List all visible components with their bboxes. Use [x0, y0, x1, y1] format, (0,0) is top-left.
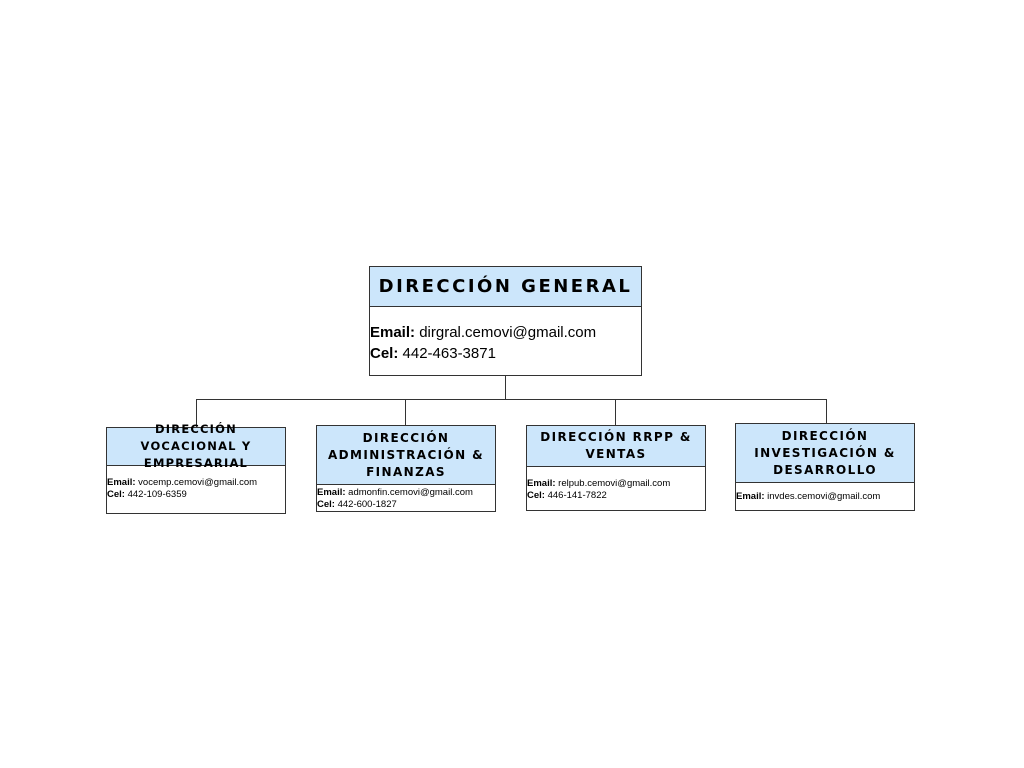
email-label: Email: [527, 478, 556, 489]
email-value: relpub.cemovi@gmail.com [558, 478, 671, 489]
cel-value: 446-141-7822 [547, 490, 607, 501]
node-title: DIRECCIÓN ADMINISTRACIÓN & FINANZAS [317, 426, 495, 485]
node-direccion-vocacional: DIRECCIÓN VOCACIONAL Y EMPRESARIAL Email… [106, 422, 286, 514]
cel-line: Cel: 442-600-1827 [317, 499, 495, 511]
connector-child-4 [826, 399, 827, 423]
connector-horizontal [196, 399, 827, 400]
node-contact: Email: invdes.cemovi@gmail.com [736, 483, 914, 503]
connector-main-down [505, 376, 506, 400]
email-line: Email: admonfin.cemovi@gmail.com [317, 487, 495, 499]
node-title: DIRECCIÓN GENERAL [370, 267, 641, 307]
email-value: admonfin.cemovi@gmail.com [348, 487, 473, 498]
email-value: invdes.cemovi@gmail.com [767, 491, 881, 502]
connector-child-1 [196, 399, 197, 427]
node-direccion-administracion: DIRECCIÓN ADMINISTRACIÓN & FINANZAS Emai… [316, 425, 496, 512]
cel-label: Cel: [527, 490, 545, 501]
node-direccion-rrpp: DIRECCIÓN RRPP & VENTAS Email: relpub.ce… [526, 425, 706, 511]
node-direccion-general: DIRECCIÓN GENERAL Email: dirgral.cemovi@… [369, 266, 642, 376]
node-title: DIRECCIÓN RRPP & VENTAS [527, 426, 705, 467]
email-label: Email: [317, 487, 346, 498]
node-direccion-investigacion: DIRECCIÓN INVESTIGACIÓN & DESARROLLO Ema… [735, 423, 915, 511]
node-title: DIRECCIÓN VOCACIONAL Y EMPRESARIAL [107, 422, 285, 470]
node-contact: Email: dirgral.cemovi@gmail.com Cel: 442… [370, 307, 641, 364]
connector-child-3 [615, 399, 616, 425]
email-label: Email: [107, 477, 136, 488]
cel-label: Cel: [317, 499, 335, 510]
node-contact: Email: admonfin.cemovi@gmail.com Cel: 44… [317, 485, 495, 511]
email-line: Email: relpub.cemovi@gmail.com [527, 478, 705, 490]
email-label: Email: [370, 324, 416, 341]
cel-label: Cel: [107, 489, 125, 500]
email-line: Email: invdes.cemovi@gmail.com [736, 491, 914, 503]
email-value: dirgral.cemovi@gmail.com [419, 324, 597, 341]
email-line: Email: vocemp.cemovi@gmail.com [107, 477, 285, 489]
cel-line: Cel: 446-141-7822 [527, 490, 705, 502]
cel-line: Cel: 442-109-6359 [107, 489, 285, 501]
node-contact: Email: vocemp.cemovi@gmail.com Cel: 442-… [107, 466, 285, 501]
cel-line: Cel: 442-463-3871 [370, 343, 641, 364]
cel-value: 442-463-3871 [402, 345, 496, 362]
node-title: DIRECCIÓN INVESTIGACIÓN & DESARROLLO [736, 424, 914, 483]
cel-value: 442-109-6359 [127, 489, 187, 500]
cel-value: 442-600-1827 [337, 499, 397, 510]
connector-child-2 [405, 399, 406, 425]
email-value: vocemp.cemovi@gmail.com [138, 477, 258, 488]
email-line: Email: dirgral.cemovi@gmail.com [370, 322, 641, 343]
node-contact: Email: relpub.cemovi@gmail.com Cel: 446-… [527, 467, 705, 502]
cel-label: Cel: [370, 345, 399, 362]
email-label: Email: [736, 491, 765, 502]
